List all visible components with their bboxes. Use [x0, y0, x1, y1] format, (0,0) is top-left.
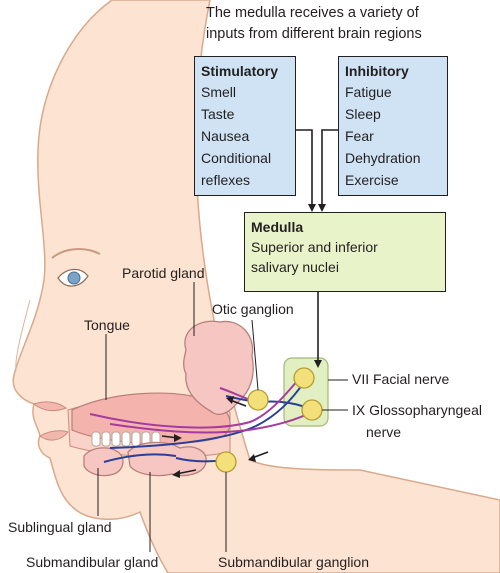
- facial-nerve-label: VII Facial nerve: [352, 371, 450, 387]
- sublingual-gland: [83, 447, 124, 477]
- header-line-1: The medulla receives a variety of: [206, 5, 419, 21]
- otic-ganglion-label: Otic ganglion: [212, 301, 294, 317]
- arrowhead-tongue: [174, 434, 182, 442]
- tongue-label: Tongue: [84, 317, 130, 333]
- stimulatory-box: Stimulatory Smell Taste Nausea Condition…: [194, 56, 296, 196]
- arrowhead-inhib: [318, 204, 326, 212]
- stimulatory-item: Conditional: [201, 150, 272, 166]
- arrowhead-subgang: [248, 454, 256, 462]
- eyebrow: [51, 248, 101, 259]
- otic-ganglion: [247, 389, 269, 411]
- medulla-title: Medulla: [251, 219, 304, 235]
- sublingual-branch: [103, 453, 177, 463]
- arrowhead-stim: [308, 204, 316, 212]
- glosso-nucleus: [301, 399, 323, 421]
- inhibitory-item: Exercise: [345, 172, 399, 188]
- stimulatory-item: Taste: [201, 106, 235, 122]
- upper-lip: [32, 401, 68, 412]
- glosso-to-tongue-path: [109, 411, 313, 434]
- stimulatory-item: Nausea: [201, 128, 250, 144]
- submandibular-gland-label: Submandibular gland: [26, 554, 159, 570]
- medulla-line-2: salivary nuclei: [251, 259, 339, 275]
- inhibitory-title: Inhibitory: [345, 63, 409, 79]
- inhibitory-item: Sleep: [345, 106, 381, 122]
- inhibitory-item: Fear: [345, 128, 374, 144]
- submandibular-ganglion: [215, 451, 237, 473]
- inhibitory-box: Inhibitory Fatigue Sleep Fear Dehydratio…: [338, 56, 448, 196]
- inhibitory-item: Fatigue: [345, 84, 392, 100]
- arrowhead-medulla: [314, 360, 322, 368]
- arrow-from-inhibitory: [321, 129, 338, 206]
- glossopharyngeal-label: IX Glossopharyngeal: [352, 402, 482, 418]
- iris: [67, 271, 81, 285]
- nose-line: [15, 299, 31, 373]
- stimulatory-item: reflexes: [201, 172, 251, 188]
- header-line-2: inputs from different brain regions: [206, 26, 422, 42]
- sublingual-gland-label: Sublingual gland: [8, 519, 112, 535]
- stimulatory-title: Stimulatory: [201, 63, 279, 79]
- stimulatory-item: Smell: [201, 84, 237, 100]
- medulla-box: Medulla Superior and inferior salivary n…: [244, 212, 446, 292]
- facial-nucleus: [293, 367, 315, 389]
- medulla-line-1: Superior and inferior: [251, 239, 378, 255]
- parotid-gland-label: Parotid gland: [122, 265, 205, 281]
- parotid-gland: [183, 320, 254, 416]
- leader-otic: [251, 319, 259, 391]
- arrowhead-glands: [172, 470, 180, 478]
- lower-lip: [39, 430, 69, 441]
- arrowhead-parotid: [226, 396, 234, 404]
- facial-to-tongue-path: [89, 379, 299, 429]
- arrow-from-stimulatory: [296, 129, 313, 206]
- submandibular-ganglion-label: Submandibular ganglion: [218, 554, 369, 570]
- inhibitory-item: Dehydration: [345, 150, 421, 166]
- glossopharyngeal-label-2: nerve: [366, 424, 402, 440]
